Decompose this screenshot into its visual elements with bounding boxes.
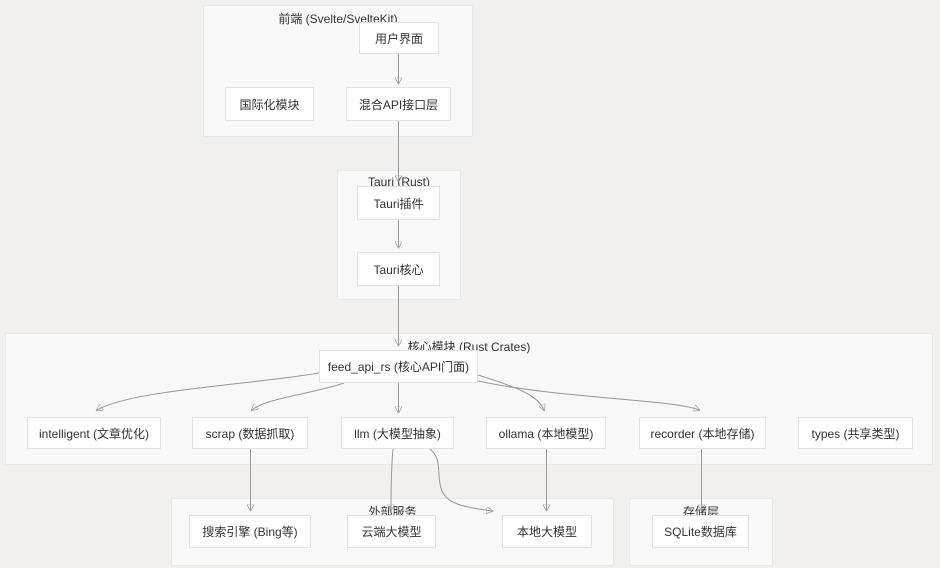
node-tauri-plugin: Tauri插件 (357, 186, 440, 220)
node-local-llm: 本地大模型 (502, 515, 592, 548)
node-feed-api-rs: feed_api_rs (核心API门面) (319, 350, 478, 383)
node-llm: llm (大模型抽象) (341, 417, 454, 449)
node-user-interface: 用户界面 (359, 22, 439, 54)
node-i18n-module: 国际化模块 (225, 87, 314, 121)
node-search-engine: 搜索引擎 (Bing等) (189, 515, 311, 548)
node-intelligent: intelligent (文章优化) (27, 417, 161, 449)
node-hybrid-api-layer: 混合API接口层 (346, 87, 451, 121)
node-cloud-llm: 云端大模型 (347, 515, 436, 548)
node-ollama: ollama (本地模型) (486, 417, 606, 449)
node-recorder: recorder (本地存储) (639, 417, 766, 449)
node-scrap: scrap (数据抓取) (192, 417, 308, 449)
node-types: types (共享类型) (798, 417, 913, 449)
node-tauri-core: Tauri核心 (357, 252, 440, 286)
node-sqlite-db: SQLite数据库 (652, 515, 749, 548)
